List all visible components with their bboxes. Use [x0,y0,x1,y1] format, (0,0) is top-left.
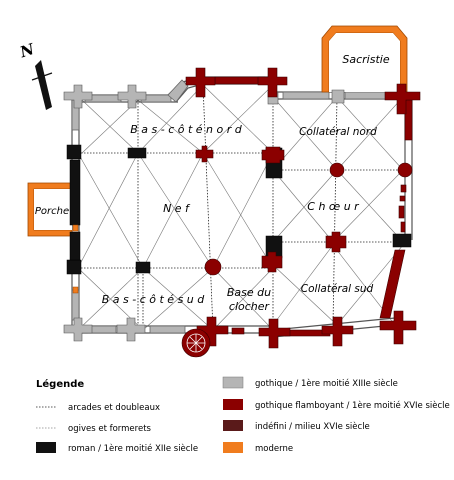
label-porche: Porche [35,206,69,217]
legend-swatch-indefini [223,420,243,431]
label-collateral-nord: Collatéral nord [299,126,377,138]
legend-item-flamboyant: gothique flamboyant / 1ère moitié XVIe s… [255,400,450,411]
label-bas-cote-sud: B a s - c ô t é s u d [102,293,206,306]
legend: Légende arcades et doubleaux ogives et f… [36,376,450,454]
label-nef: N e f [163,202,191,215]
gothique-pillars [63,84,345,342]
legend-item-moderne: moderne [255,444,293,454]
roman-pillars [66,144,412,275]
arcades-lines [78,84,403,331]
legend-item-arcades: arcades et doubleaux [68,403,160,413]
label-base-clocher-2: clocher [229,300,271,313]
legend-swatch-roman [36,442,56,453]
west-wall-details [72,224,79,294]
flamboyant-pillars [181,67,421,358]
legend-item-gothique: gothique / 1ère moitié XIIIe siècle [255,378,398,389]
north-arrow: N [17,40,53,110]
porche [27,182,73,237]
label-collateral-sud: Collatéral sud [301,283,374,295]
sacristie [321,25,408,93]
legend-swatch-moderne [223,442,243,453]
label-sacristie: Sacristie [342,53,389,66]
legend-swatch-flamboyant [223,399,243,410]
legend-item-ogives: ogives et formerets [68,424,152,434]
label-choeur: C h œ u r [307,200,360,213]
stair-turret [186,333,206,353]
label-bas-cote-nord: B a s - c ô t é n o r d [130,123,243,136]
label-base-clocher-1: Base du [227,286,271,299]
legend-title: Légende [36,378,84,390]
gothique-walls [71,79,391,334]
legend-item-indefini: indéfini / milieu XVIe siècle [255,421,370,432]
legend-swatch-gothique [222,376,244,389]
north-label: N [17,40,38,62]
room-labels: Sacristie B a s - c ô t é n o r d Collat… [35,53,390,313]
legend-item-roman: roman / 1ère moitié XIIe siècle [68,443,198,454]
